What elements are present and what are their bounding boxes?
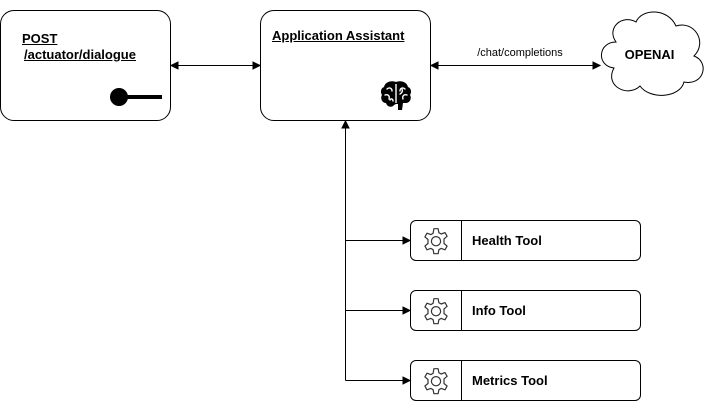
- tool-label: Info Tool: [472, 303, 526, 318]
- health-tool-node: Health Tool: [410, 220, 641, 261]
- endpoint-path: /actuator/dialogue: [24, 47, 136, 62]
- tool-icon-cell: [411, 221, 462, 260]
- assistant-openai-connector: [429, 61, 602, 70]
- info-tool-node: Info Tool: [410, 290, 641, 331]
- tool-label: Metrics Tool: [472, 373, 548, 388]
- openai-cloud-shape: [601, 11, 704, 96]
- assistant-node: Application Assistant: [260, 10, 431, 121]
- endpoint-method: POST: [22, 31, 58, 46]
- endpoint-assistant-connector: [169, 61, 262, 70]
- metrics-tool-node: Metrics Tool: [410, 360, 641, 401]
- gear-icon: [424, 368, 448, 395]
- tool-label: Health Tool: [472, 233, 542, 248]
- assistant-title: Application Assistant: [272, 28, 405, 43]
- gear-icon: [424, 228, 448, 255]
- tool-icon-cell: [411, 291, 462, 330]
- endpoint-node: POST /actuator/dialogue: [0, 10, 171, 121]
- key-icon: [110, 88, 162, 106]
- openai-label: OPENAI: [624, 47, 675, 62]
- tool-icon-cell: [411, 361, 462, 400]
- brain-icon: [380, 81, 412, 110]
- chat-completions-edge-label: /chat/completions: [455, 46, 585, 60]
- gear-icon: [424, 298, 448, 325]
- tools-bus-connector: [341, 119, 412, 385]
